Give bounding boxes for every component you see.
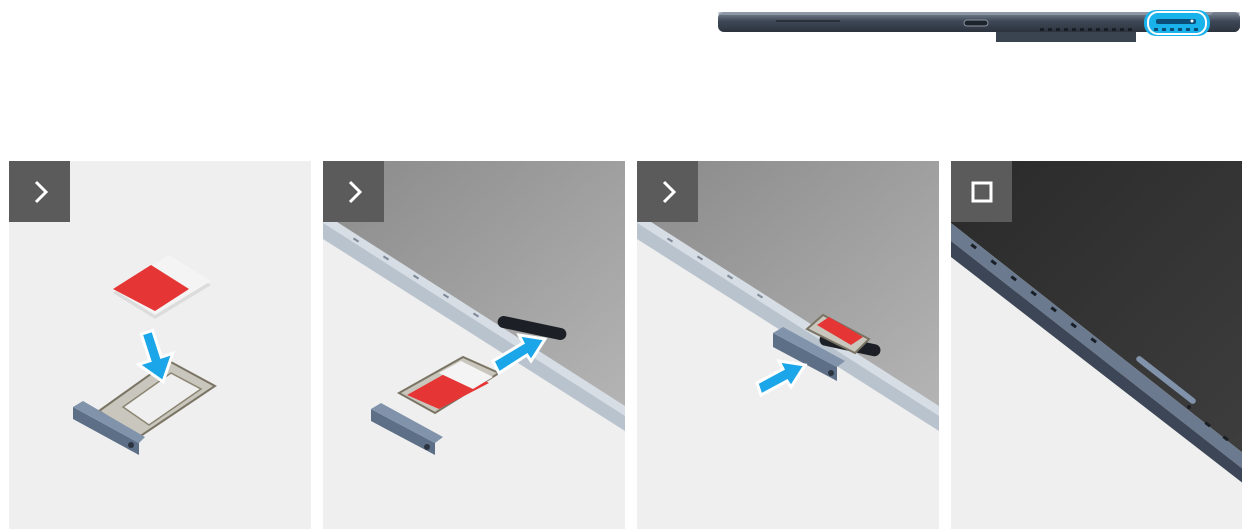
finish-step-button[interactable]: [951, 161, 1012, 222]
sim-tray-with-card: [371, 357, 499, 455]
chevron-right-icon: [25, 177, 55, 207]
chevron-right-icon: [653, 177, 683, 207]
step-panel-2: [323, 161, 625, 529]
sim-tray: [73, 361, 215, 455]
sim-card: [113, 255, 211, 319]
step-panel-4: [951, 161, 1242, 529]
chevron-right-icon: [339, 177, 369, 207]
step-panel-1: [9, 161, 311, 529]
stop-square-icon: [967, 177, 997, 207]
tablet-side-profile-icon: [716, 0, 1242, 48]
next-step-button[interactable]: [323, 161, 384, 222]
next-step-button[interactable]: [9, 161, 70, 222]
push-arrow: [757, 361, 805, 395]
next-step-button[interactable]: [637, 161, 698, 222]
tablet-side-view: [716, 0, 1242, 48]
step-panel-3: [637, 161, 939, 529]
